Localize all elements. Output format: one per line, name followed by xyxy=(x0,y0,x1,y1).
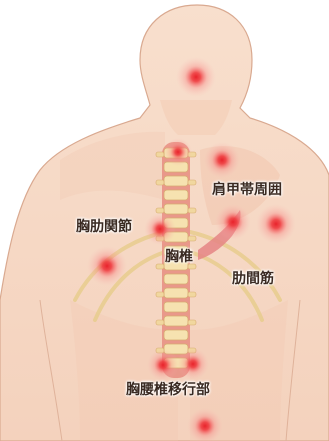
label-thoracic-spine: 胸椎 xyxy=(165,250,193,264)
label-scapular-region: 肩甲帯周囲 xyxy=(212,183,282,197)
pain-point-scapula-mid xyxy=(215,204,251,240)
label-costovertebral-joint: 胸肋関節 xyxy=(76,220,132,234)
pain-point-neck xyxy=(176,57,216,97)
pain-point-scapula-upper xyxy=(204,142,240,178)
pain-point-upper-spine xyxy=(164,138,192,166)
pain-point-scapula-outer xyxy=(256,204,296,244)
pain-point-lower-right xyxy=(177,348,209,380)
pain-point-rib-left xyxy=(87,246,127,286)
pain-point-costovertebral xyxy=(144,213,176,245)
label-thoracolumbar-junction: 胸腰椎移行部 xyxy=(126,383,210,397)
pain-point-lower-left xyxy=(147,349,179,381)
label-intercostal-muscle: 肋間筋 xyxy=(232,272,274,286)
